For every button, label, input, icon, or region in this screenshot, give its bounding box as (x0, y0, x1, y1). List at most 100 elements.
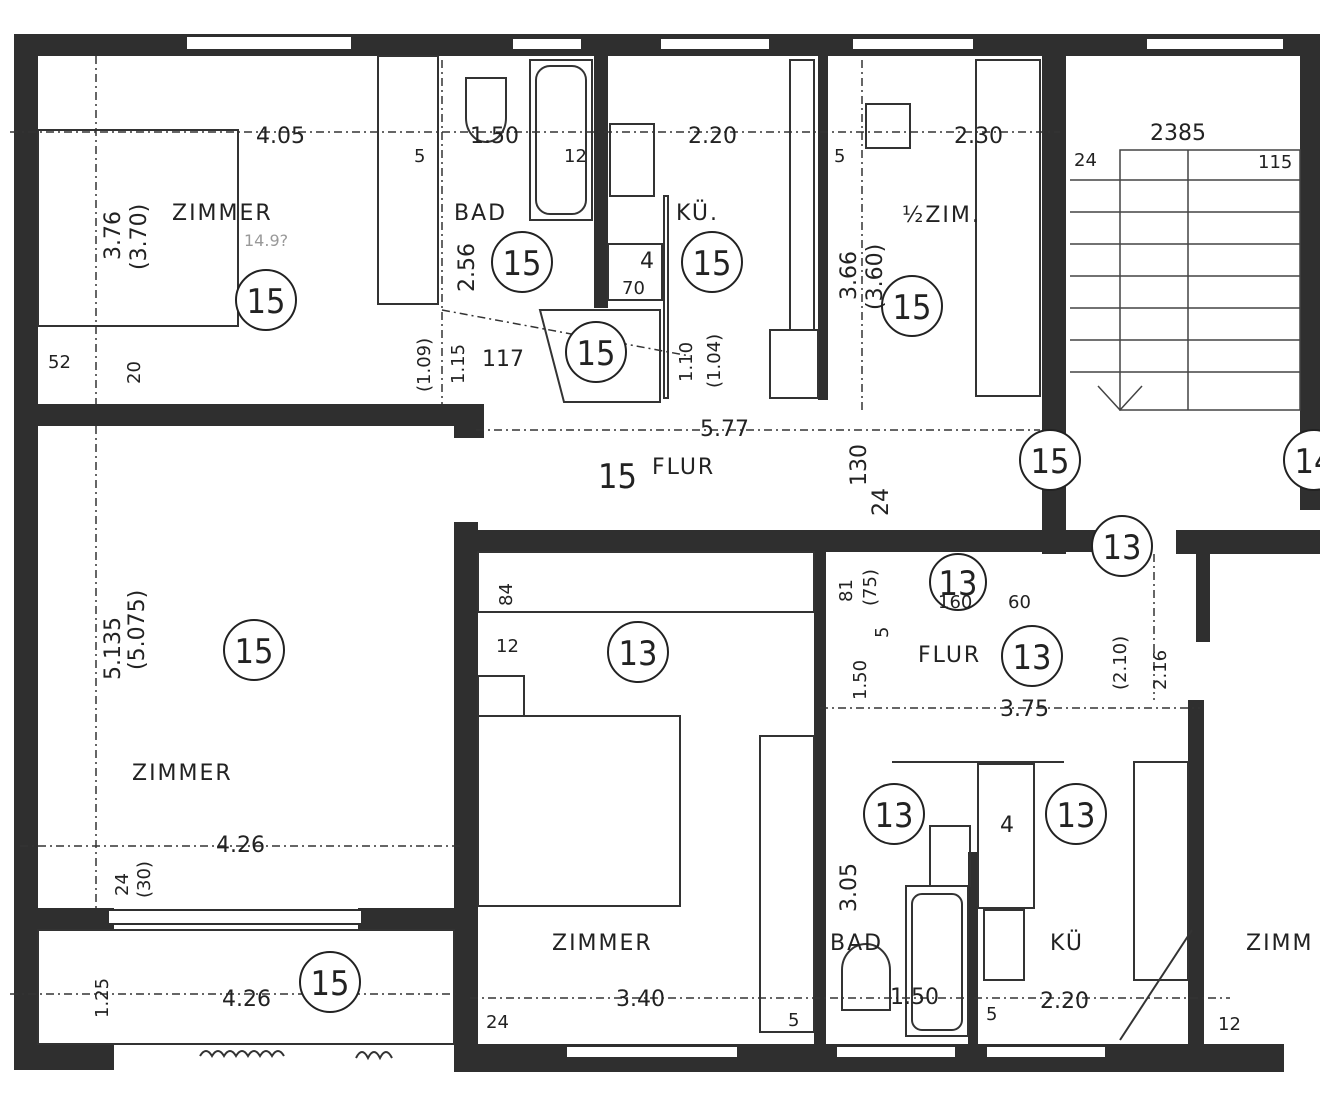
dim-label: 81 (836, 579, 857, 602)
dim-label: 117 (482, 347, 524, 372)
dim-label: (5.075) (125, 590, 150, 670)
dim-label: (3.70) (127, 204, 152, 270)
dim-label: 2.20 (1040, 989, 1089, 1014)
dim-label: (1.09) (414, 338, 435, 392)
dim-label: 5 (414, 146, 425, 167)
marker-label: 15 (503, 244, 542, 284)
windows (107, 35, 1285, 1059)
dim-label: 1.50 (890, 985, 939, 1010)
dim-label: (75) (860, 569, 881, 606)
marker-13-stair: 13 (1091, 515, 1153, 577)
dim-label: 115 (1258, 152, 1292, 173)
dim-label: 3.75 (1000, 697, 1049, 722)
room-label-zimmer-top-left: ZIMMER (172, 201, 273, 226)
balcony-plants (199, 1050, 393, 1061)
room-label-zimmer-right: ZIMM (1246, 931, 1314, 956)
dim-label: 1.15 (448, 344, 469, 384)
dim-label: 1.50 (850, 660, 871, 700)
dim-label: 2385 (1150, 121, 1206, 146)
dim-label: (30) (134, 861, 155, 898)
marker-15-balcony: 15 (299, 951, 361, 1013)
dim-label: 3.76 (101, 211, 126, 260)
flur-number: 15 (598, 457, 637, 497)
dim-label: 1.10 (676, 342, 697, 382)
marker-label: 15 (893, 288, 932, 328)
circle-markers: 15 15 15 15 15 15 15 15 13 13 13 13 13 1… (223, 231, 1320, 1013)
marker-label: 13 (939, 564, 978, 604)
marker-label: 14 (1295, 442, 1320, 482)
stairs (1070, 149, 1301, 412)
area-zimmer-top-left: 14.9? (244, 231, 288, 250)
room-label-bad-bottom: BAD (830, 931, 883, 956)
dim-label: 4.05 (256, 124, 305, 149)
marker-label: 13 (1103, 528, 1142, 568)
dim-label: 3.40 (616, 987, 665, 1012)
dimension-lines (10, 56, 1230, 999)
marker-label: 15 (693, 244, 732, 284)
dim-label: 12 (564, 146, 587, 167)
dim-label: 24 (869, 488, 894, 516)
marker-13-kueche: 13 (1045, 783, 1107, 845)
dim-label: 4.26 (222, 987, 271, 1012)
dim-label: 24 (1074, 150, 1097, 171)
marker-label: 13 (875, 796, 914, 836)
marker-label: 15 (247, 282, 286, 322)
dim-label: 84 (496, 583, 517, 606)
marker-label: 13 (619, 634, 658, 674)
marker-label: 15 (577, 334, 616, 374)
marker-13-bad: 13 (863, 783, 925, 845)
dim-label: 5.77 (700, 417, 749, 442)
marker-15-half-zim: 15 (881, 275, 943, 337)
dim-label: 1.50 (470, 124, 519, 149)
room-label-flur-main: FLUR (652, 455, 715, 480)
marker-14-partial: 14 (1283, 429, 1320, 491)
room-labels: ZIMMER 14.9? BAD KÜ. ½ZIM. 15 FLUR ZIMME… (132, 200, 1314, 956)
dim-label: 160 (938, 592, 972, 613)
dim-label: 4 (1000, 813, 1014, 838)
room-label-flur-lower: FLUR (918, 643, 981, 668)
marker-15-bad-top: 15 (491, 231, 553, 293)
dim-label: 12 (1218, 1014, 1241, 1035)
dim-label: 130 (847, 444, 872, 486)
marker-15-zimmer-top: 15 (235, 269, 297, 331)
marker-15-kueche-top: 15 (681, 231, 743, 293)
dim-label: (3.60) (863, 244, 888, 310)
dim-label: 5 (872, 627, 893, 638)
dim-label: 20 (124, 361, 145, 384)
marker-label: 15 (311, 964, 350, 1004)
room-label-kueche-top: KÜ. (676, 200, 719, 226)
dim-label: 1.25 (92, 978, 113, 1018)
marker-15-stair: 15 (1019, 429, 1081, 491)
dim-label: 2.56 (455, 243, 480, 292)
marker-label: 13 (1057, 796, 1096, 836)
dim-label: (2.10) (1110, 636, 1131, 690)
room-label-bad-top: BAD (454, 201, 507, 226)
dim-label: 52 (48, 352, 71, 373)
dim-label: 4 (640, 249, 654, 274)
room-label-half-zim: ½ZIM. (902, 203, 981, 228)
marker-label: 15 (1031, 442, 1070, 482)
dim-label: 12 (496, 636, 519, 657)
dim-label: 2.30 (954, 124, 1003, 149)
dim-label: 5.135 (101, 617, 126, 680)
dim-label: 2.16 (1150, 650, 1171, 690)
marker-13-small: 13 (929, 553, 987, 611)
dim-label: 60 (1008, 592, 1031, 613)
dimension-labels: 4.05 3.76 (3.70) 1.50 2.20 2.30 2385 2.5… (48, 121, 1292, 1035)
dim-label: 3.66 (837, 251, 862, 300)
marker-13-zimmer: 13 (607, 621, 669, 683)
dim-label: 2.20 (688, 124, 737, 149)
marker-label: 15 (235, 632, 274, 672)
marker-13-flur: 13 (1001, 625, 1063, 687)
dim-label: 3.05 (837, 863, 862, 912)
dim-label: 70 (622, 278, 645, 299)
marker-15-zimmer-left: 15 (223, 619, 285, 681)
marker-15-closet: 15 (565, 321, 627, 383)
room-label-zimmer-bottom: ZIMMER (552, 931, 653, 956)
dim-label: 4.26 (216, 833, 265, 858)
dim-label: 5 (788, 1010, 799, 1031)
room-label-zimmer-left: ZIMMER (132, 761, 233, 786)
dim-label: (1.04) (704, 334, 725, 388)
dim-label: 5 (834, 146, 845, 167)
